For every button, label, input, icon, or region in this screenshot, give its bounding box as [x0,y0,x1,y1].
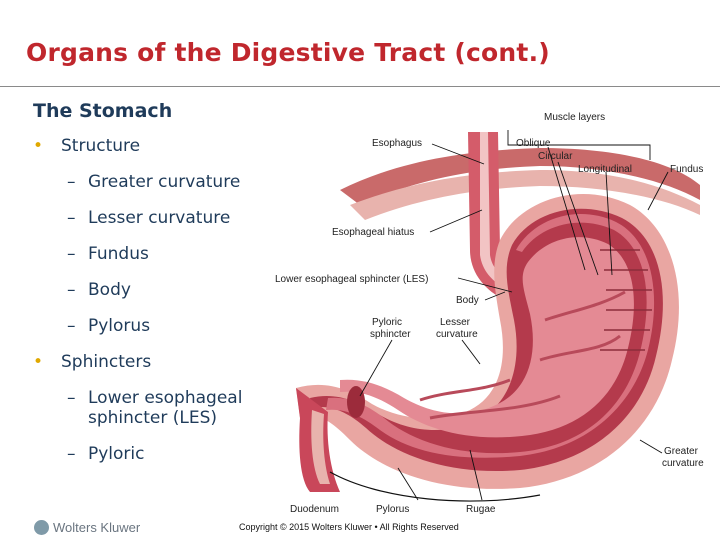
leader-line [397,467,419,501]
pyloric-sphincter [347,386,365,418]
leader-line [557,161,599,276]
greater-curvature-bracket [329,471,541,502]
copyright-notice: Copyright © 2015 Wolters Kluwer • All Ri… [239,522,459,532]
bullet-label: Structure [61,136,141,156]
leader-line [547,146,586,271]
sub-item-label: Greater curvature [88,172,241,192]
rugae-fold [429,394,561,420]
sub-item-label: Pyloric [88,444,145,464]
label-lesser-line-2: curvature [436,329,478,340]
diaphragm [340,148,700,205]
leader-line [359,339,393,397]
stomach-diagram: Muscle layers Oblique Circular Longitudi… [275,112,704,515]
dash-icon: – [67,280,76,300]
label-esophageal-hiatus: Esophageal hiatus [332,227,414,238]
dash-icon: – [67,388,76,408]
label-duodenum: Duodenum [290,504,339,515]
bullet-dot-icon: • [33,136,44,156]
leader-line [605,171,613,276]
label-pylorus: Pylorus [376,504,409,515]
label-greater-line-1: Greater [664,446,699,457]
longitudinal-muscle-stripes [600,249,652,351]
sub-item-label: Lower esophageal sphincter (LES) [88,388,243,428]
logo-text: Wolters Kluwer [53,520,141,535]
sub-item: –Pylorus [33,316,283,336]
slide-title: Organs of the Digestive Tract (cont.) [26,38,550,67]
label-lesser-line-1: Lesser [440,317,471,328]
leader-line [507,130,651,160]
label-body: Body [456,295,479,306]
sub-item-label: Lesser curvature [88,208,231,228]
sub-item: –Pyloric [33,444,283,464]
slide-subtitle: The Stomach [33,100,173,122]
diaphragm-inner [350,170,700,220]
leader-line [429,209,483,233]
sub-item-label: Fundus [88,244,149,264]
dash-icon: – [67,244,76,264]
rugae-fold [419,378,511,402]
wolters-kluwer-logo: Wolters Kluwer [34,520,140,535]
bullet-sphincters: • Sphincters [33,352,283,372]
label-greater-curvature: Greater curvature [662,446,704,469]
bullet-structure: • Structure [33,136,283,156]
label-oblique: Oblique [516,138,551,149]
sub-item: –Fundus [33,244,283,264]
leader-line [639,439,663,454]
leader-line [469,449,483,501]
sub-item: –Lower esophageal sphincter (LES) [33,388,283,428]
sub-item-label: Body [88,280,131,300]
leader-line [457,277,513,293]
sub-item: –Greater curvature [33,172,283,192]
label-circular: Circular [538,151,573,162]
rugae-fold [544,290,626,322]
esophagus-lumen [480,132,514,288]
leader-line [461,339,481,365]
label-pyloric-line-2: sphincter [370,329,411,340]
dash-icon: – [67,208,76,228]
sub-item: –Body [33,280,283,300]
label-pyloric-sphincter: Pyloric sphincter [370,317,411,340]
label-longitudinal: Longitudinal [578,164,632,175]
dash-icon: – [67,316,76,336]
bullet-dot-icon: • [33,352,44,372]
bullet-label: Sphincters [61,352,152,372]
rugae-fold [539,334,621,362]
label-esophagus: Esophagus [372,138,422,149]
label-les: Lower esophageal sphincter (LES) [275,274,428,285]
label-lesser-curvature: Lesser curvature [436,317,478,340]
bullet-list: • Structure –Greater curvature –Lesser c… [33,136,283,480]
leader-line [431,143,485,165]
stomach-lumen [340,237,634,438]
dash-icon: – [67,444,76,464]
label-pyloric-line-1: Pyloric [372,317,402,328]
label-rugae: Rugae [466,504,496,515]
label-muscle-layers: Muscle layers [544,112,605,123]
label-fundus: Fundus [670,164,703,175]
leader-line [484,291,506,301]
duodenum-lumen [311,410,330,484]
logo-mark-icon [34,520,49,535]
sub-item: –Lesser curvature [33,208,283,228]
leader-line [647,171,669,211]
dash-icon: – [67,172,76,192]
label-greater-line-2: curvature [662,458,704,469]
sub-item-label: Pylorus [88,316,151,336]
title-divider [0,86,720,87]
